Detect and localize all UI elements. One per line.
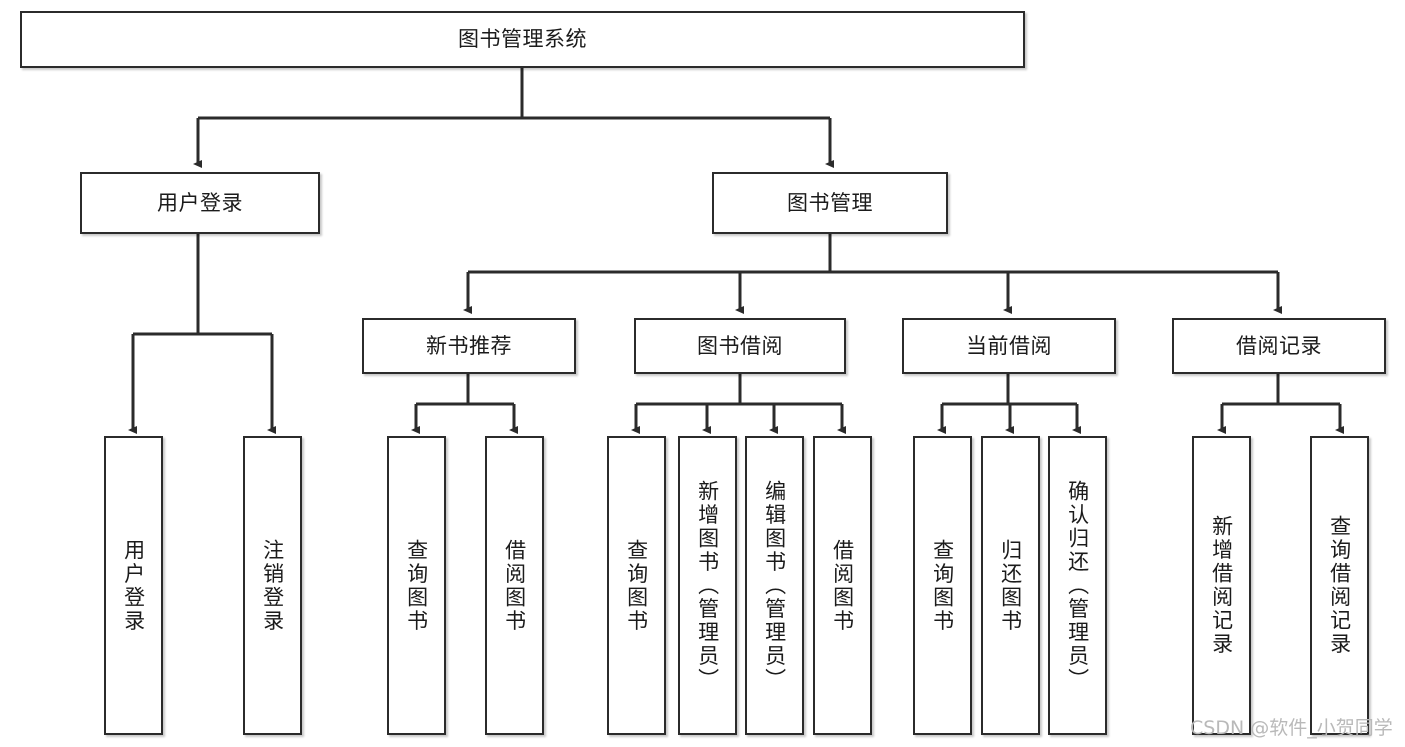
node-book-management-system[interactable]: 图书管理系统 — [20, 11, 1025, 68]
node-label: 当前借阅 — [966, 333, 1052, 358]
node-current-borrow[interactable]: 当前借阅 — [902, 318, 1116, 374]
node-label: 查询借阅记录 — [1327, 515, 1352, 656]
node-leaf-query-book-1[interactable]: 查询图书 — [387, 436, 446, 735]
node-label: 借阅图书 — [502, 538, 527, 633]
node-label: 图书借阅 — [697, 333, 783, 358]
node-leaf-borrow-book-1[interactable]: 借阅图书 — [485, 436, 544, 735]
node-label: 编辑图书（管理员） — [762, 479, 787, 692]
csdn-watermark: CSDN @软件_小贺同学 — [1190, 717, 1393, 739]
node-leaf-query-book-3[interactable]: 查询图书 — [913, 436, 972, 735]
node-new-book-recommend[interactable]: 新书推荐 — [362, 318, 576, 374]
node-book-management[interactable]: 图书管理 — [712, 172, 948, 234]
node-label: 用户登录 — [121, 538, 146, 633]
node-label: 确认归还（管理员） — [1065, 479, 1090, 692]
node-label: 归还图书 — [998, 538, 1023, 633]
node-leaf-add-book-admin[interactable]: 新增图书（管理员） — [678, 436, 737, 735]
node-label: 注销登录 — [260, 538, 285, 633]
node-leaf-edit-book-admin[interactable]: 编辑图书（管理员） — [745, 436, 804, 735]
node-label: 查询图书 — [930, 538, 955, 633]
node-leaf-user-login[interactable]: 用户登录 — [104, 436, 163, 735]
node-borrow-record[interactable]: 借阅记录 — [1172, 318, 1386, 374]
node-leaf-logout-login[interactable]: 注销登录 — [243, 436, 302, 735]
node-label: 用户登录 — [157, 190, 243, 215]
node-book-borrow[interactable]: 图书借阅 — [634, 318, 846, 374]
node-label: 新书推荐 — [426, 333, 512, 358]
node-label: 新增图书（管理员） — [695, 479, 720, 692]
node-leaf-query-borrow-record[interactable]: 查询借阅记录 — [1310, 436, 1369, 735]
node-leaf-add-borrow-record[interactable]: 新增借阅记录 — [1192, 436, 1251, 735]
node-label: 查询图书 — [624, 538, 649, 633]
node-label: 图书管理系统 — [458, 27, 587, 51]
node-label: 借阅图书 — [830, 538, 855, 633]
node-label: 借阅记录 — [1236, 333, 1322, 358]
node-leaf-confirm-return[interactable]: 确认归还（管理员） — [1048, 436, 1107, 735]
node-leaf-borrow-book-2[interactable]: 借阅图书 — [813, 436, 872, 735]
node-leaf-query-book-2[interactable]: 查询图书 — [607, 436, 666, 735]
node-label: 图书管理 — [787, 190, 873, 215]
node-user-login[interactable]: 用户登录 — [80, 172, 320, 234]
node-leaf-return-book[interactable]: 归还图书 — [981, 436, 1040, 735]
node-label: 新增借阅记录 — [1209, 515, 1234, 656]
node-label: 查询图书 — [404, 538, 429, 633]
